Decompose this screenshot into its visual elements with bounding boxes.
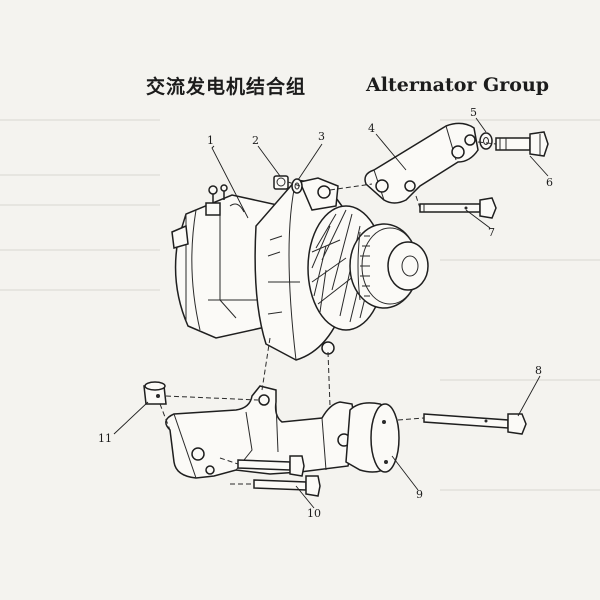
part-4-upper-bracket bbox=[364, 122, 479, 204]
callout-10: 10 bbox=[307, 507, 321, 520]
part-10-bolts bbox=[237, 455, 321, 497]
part-9-spacer bbox=[345, 402, 400, 473]
part-6-bolt bbox=[495, 131, 549, 157]
callout-4: 4 bbox=[368, 122, 375, 135]
callout-1: 1 bbox=[207, 134, 214, 147]
part-8-long-bolt bbox=[423, 413, 527, 435]
callout-9: 9 bbox=[416, 488, 423, 501]
callout-5: 5 bbox=[470, 106, 477, 119]
alternator bbox=[171, 177, 429, 361]
callout-11: 11 bbox=[98, 432, 112, 445]
callout-2: 2 bbox=[252, 134, 259, 147]
callout-3: 3 bbox=[318, 130, 325, 143]
assembly-lines bbox=[159, 141, 497, 485]
callout-7: 7 bbox=[488, 226, 495, 239]
part-5-nut bbox=[479, 132, 493, 150]
part-11-sleeve bbox=[143, 381, 167, 405]
part-2-nut bbox=[273, 175, 289, 190]
title-chinese: 交流发电机结合组 bbox=[146, 76, 307, 98]
leader-lines bbox=[113, 117, 549, 509]
lower-bracket bbox=[165, 385, 357, 479]
callout-6: 6 bbox=[546, 176, 553, 189]
part-3-washer bbox=[291, 178, 303, 194]
title-english: Alternator Group bbox=[366, 74, 550, 96]
callout-8: 8 bbox=[535, 364, 542, 377]
callout-labels: 1 2 3 4 5 6 7 8 9 10 11 bbox=[98, 106, 553, 520]
background-bleed bbox=[0, 119, 600, 491]
part-7-bolt bbox=[419, 197, 497, 219]
